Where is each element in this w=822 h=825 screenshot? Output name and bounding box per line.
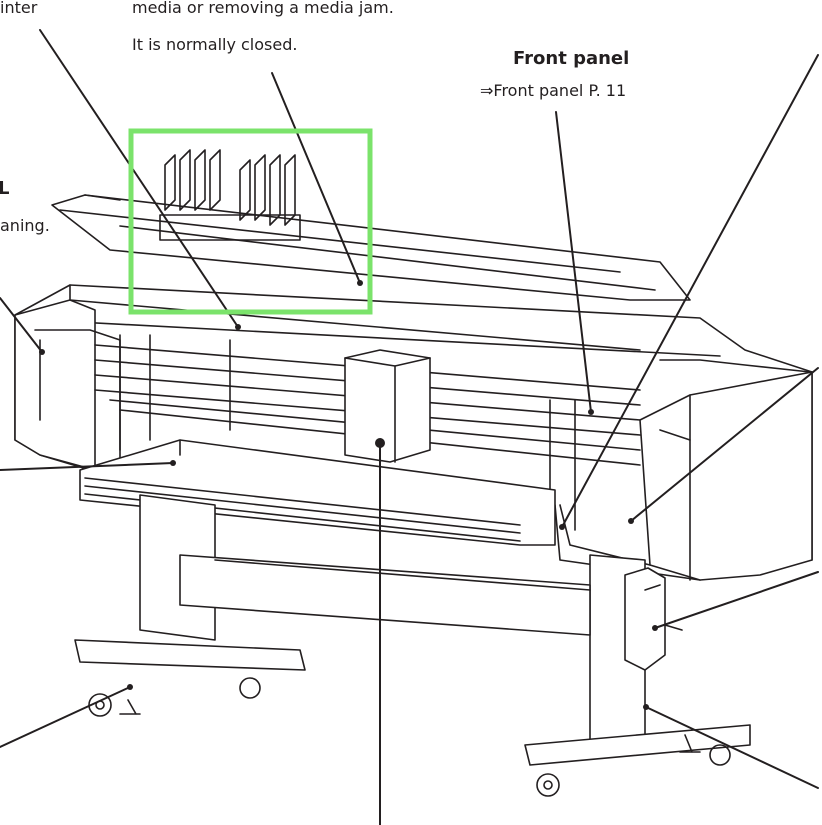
label-fragment-bold-l: L xyxy=(0,178,10,199)
stand-crossbar xyxy=(179,554,591,636)
left-side-unit xyxy=(14,299,96,471)
label-fragment-cleaning: aning. xyxy=(0,216,50,235)
label-fragment-inter: inter xyxy=(0,0,38,17)
highlight-box xyxy=(128,128,373,315)
right-side-unit xyxy=(639,371,813,581)
carriage xyxy=(344,349,431,463)
front-panel-title: Front panel xyxy=(513,48,630,69)
callout-lines xyxy=(0,29,819,825)
front-cover-description-line1: media or removing a media jam. xyxy=(132,0,394,17)
front-panel-reference: ⇒Front panel P. 11 xyxy=(480,81,627,100)
waste-ink-tank xyxy=(624,567,666,671)
front-cover-description-line2: It is normally closed. xyxy=(132,35,298,54)
ink-cartridges xyxy=(159,149,301,241)
